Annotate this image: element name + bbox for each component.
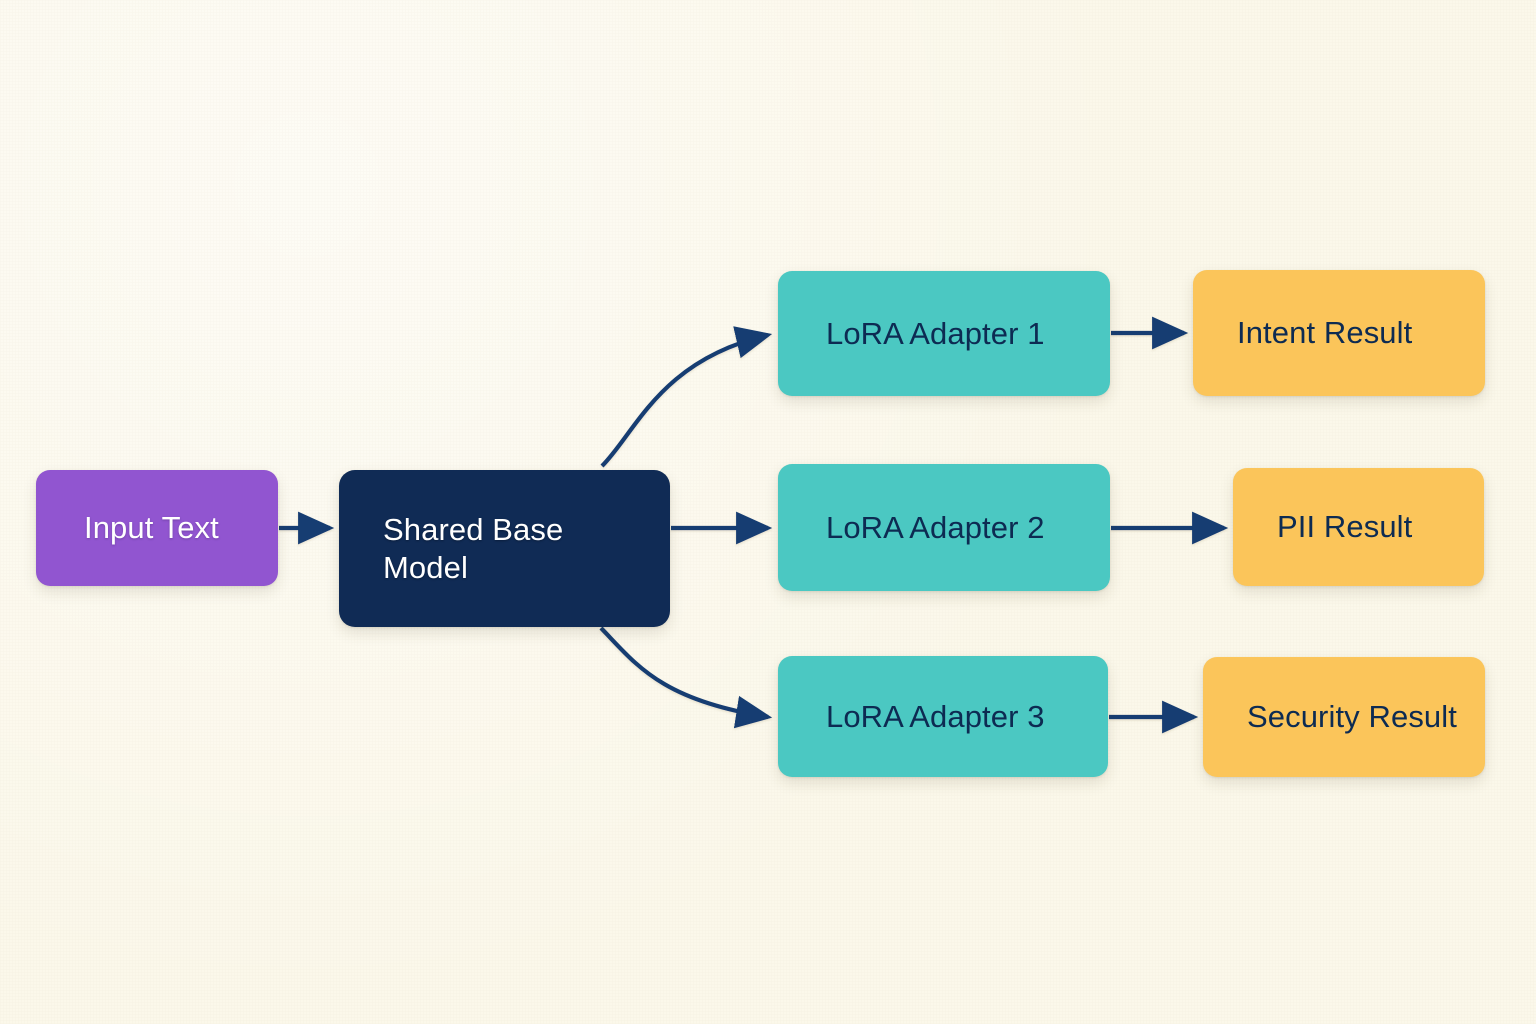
node-lora-adapter-3-label: LoRA Adapter 3 (826, 698, 1045, 734)
node-lora-adapter-1-label: LoRA Adapter 1 (826, 315, 1045, 351)
node-input-text[interactable]: Input Text (36, 470, 278, 586)
edge-base-to-adapter-1 (600, 326, 773, 468)
node-input-text-label: Input Text (84, 510, 219, 546)
node-lora-adapter-2[interactable]: LoRA Adapter 2 (778, 464, 1110, 591)
node-security-result-label: Security Result (1247, 699, 1457, 735)
edge-base-to-adapter-3 (599, 626, 773, 729)
node-intent-result[interactable]: Intent Result (1193, 270, 1485, 396)
node-pii-result-label: PII Result (1277, 509, 1413, 545)
node-lora-adapter-3[interactable]: LoRA Adapter 3 (778, 656, 1108, 777)
node-shared-base-model[interactable]: Shared Base Model (339, 470, 670, 627)
node-shared-base-model-label: Shared Base Model (383, 512, 564, 585)
node-intent-result-label: Intent Result (1237, 315, 1413, 351)
node-lora-adapter-2-label: LoRA Adapter 2 (826, 509, 1045, 545)
node-security-result[interactable]: Security Result (1203, 657, 1485, 777)
node-lora-adapter-1[interactable]: LoRA Adapter 1 (778, 271, 1110, 396)
node-pii-result[interactable]: PII Result (1233, 468, 1484, 586)
